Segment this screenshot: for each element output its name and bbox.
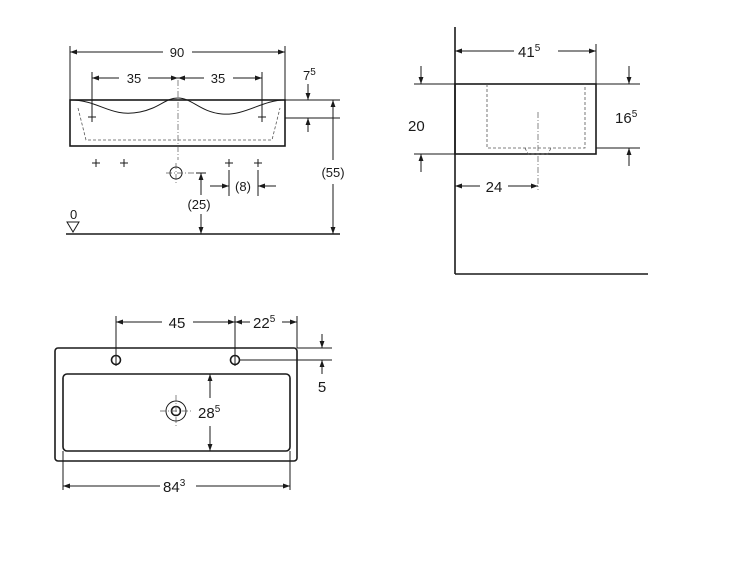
top-bowl-outline xyxy=(62,373,291,452)
front-tap-marker-left xyxy=(88,113,96,121)
bracket-marker-2 xyxy=(120,159,128,167)
front-bracket-spacing-label: (8) xyxy=(235,179,251,194)
front-hidden-bowl xyxy=(77,107,281,141)
front-right-tap-spacing-label: 35 xyxy=(211,71,225,86)
front-view: 90 35 35 75 (55) xyxy=(66,45,345,235)
front-basin-outline xyxy=(69,99,286,147)
top-tap-spacing-label: 45 xyxy=(169,315,186,332)
bracket-marker-4 xyxy=(254,159,262,167)
front-floor-label: 0 xyxy=(70,207,77,222)
side-height-label: 20 xyxy=(408,118,425,135)
side-basin-outline xyxy=(454,83,597,155)
top-edge-to-tap-label: 225 xyxy=(253,314,276,332)
top-inner-width-label: 843 xyxy=(163,478,186,496)
bracket-marker-3 xyxy=(225,159,233,167)
front-waste-height-label: (25) xyxy=(187,197,210,212)
top-bowl-depth-label: 285 xyxy=(198,404,221,422)
side-hidden-bowl xyxy=(486,84,586,149)
bracket-marker-1 xyxy=(92,159,100,167)
front-rim-height-label: 75 xyxy=(303,67,316,83)
top-tap-row-offset-label: 5 xyxy=(318,379,326,396)
top-basin-outline xyxy=(54,347,298,462)
front-overall-width-label: 90 xyxy=(170,45,184,60)
side-depth-label: 415 xyxy=(518,43,541,61)
top-view: 45 225 5 285 843 xyxy=(54,314,332,496)
front-tap-marker-right xyxy=(258,113,266,121)
floor-datum-symbol xyxy=(66,221,80,233)
side-waste-offset-label: 24 xyxy=(486,179,503,196)
side-inner-height-label: 165 xyxy=(615,109,638,127)
front-mount-height-label: (55) xyxy=(321,165,344,180)
front-left-tap-spacing-label: 35 xyxy=(127,71,141,86)
front-wave-surface xyxy=(69,97,286,115)
side-view: 415 20 165 24 xyxy=(408,27,648,275)
